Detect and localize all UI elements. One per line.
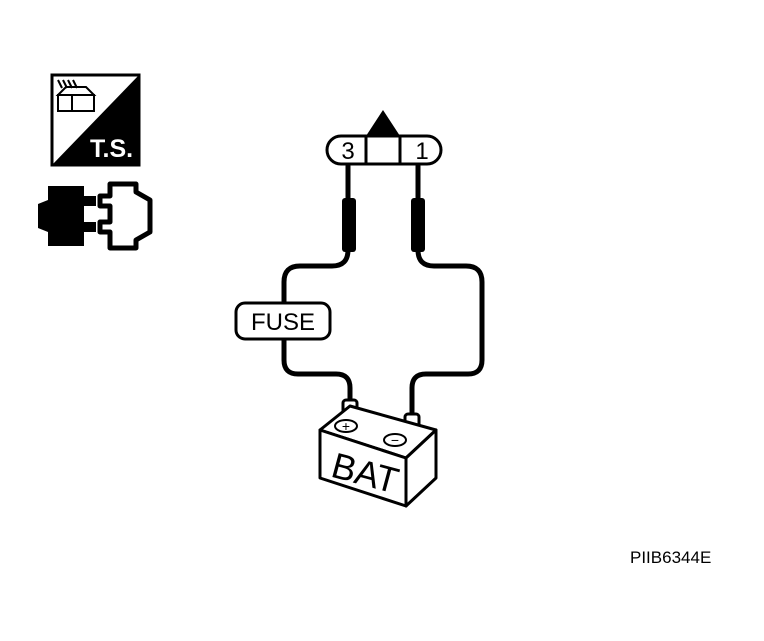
figure-code: PIIB6344E [630, 548, 711, 567]
fuse: FUSE [234, 301, 332, 341]
connector-disconnect-icon [38, 181, 153, 251]
wire-harness [281, 163, 485, 417]
connector-pin-1: 1 [415, 138, 428, 165]
trouble-shooting-tool-icon: T.S. [50, 73, 141, 167]
connector-pin-3: 3 [341, 138, 354, 165]
wire-left [281, 163, 353, 405]
battery-negative-symbol: − [391, 432, 399, 448]
fuse-label: FUSE [251, 309, 315, 336]
ts-badge-label: T.S. [90, 135, 133, 163]
battery-positive-symbol: + [342, 418, 350, 434]
harness-connector: 3 1 [325, 110, 443, 166]
terminal-probes [342, 198, 425, 252]
battery: + − BAT [318, 398, 438, 508]
wire-right [409, 163, 485, 417]
